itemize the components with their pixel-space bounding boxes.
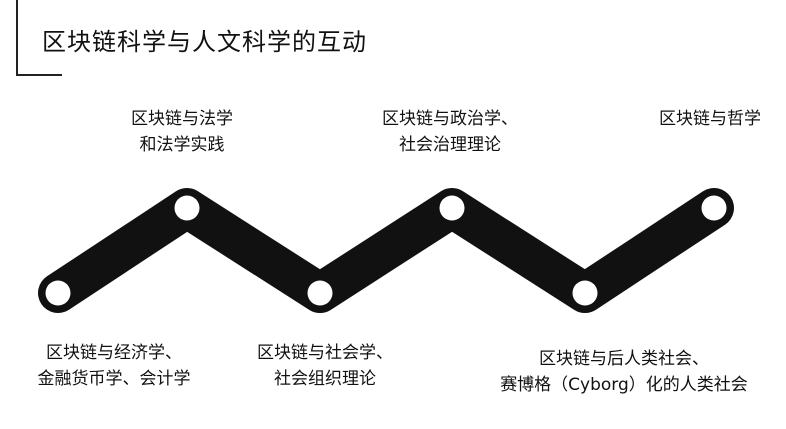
label-posthuman: 区块链与后人类社会、 赛博格（Cyborg）化的人类社会 [474, 346, 774, 398]
node-4 [572, 280, 598, 306]
node-0 [45, 280, 71, 306]
label-sociology: 区块链与社会学、 社会组织理论 [240, 340, 410, 392]
label-law: 区块链与法学 和法学实践 [107, 106, 257, 158]
label-line: 区块链与经济学、 [46, 343, 182, 363]
node-1 [174, 195, 200, 221]
label-line: 金融货币学、会计学 [37, 369, 191, 389]
label-line: 区块链与哲学 [659, 109, 761, 129]
node-circle [439, 195, 465, 221]
label-line: 赛博格（Cyborg）化的人类社会 [500, 375, 748, 395]
node-2 [307, 280, 333, 306]
page-title: 区块链科学与人文科学的互动 [42, 28, 367, 56]
label-politics: 区块链与政治学、 社会治理理论 [365, 106, 535, 158]
node-circle [701, 195, 727, 221]
label-economics: 区块链与经济学、 金融货币学、会计学 [14, 340, 214, 392]
node-circle [307, 280, 333, 306]
node-circle [174, 195, 200, 221]
node-3 [439, 195, 465, 221]
label-line: 社会治理理论 [399, 135, 501, 155]
label-line: 区块链与法学 [131, 109, 233, 129]
label-line: 社会组织理论 [274, 369, 376, 389]
title-bracket [16, 0, 62, 76]
label-line: 和法学实践 [139, 135, 225, 155]
zigzag-band [38, 188, 734, 313]
node-5 [701, 195, 727, 221]
label-line: 区块链与社会学、 [257, 343, 393, 363]
label-philosophy: 区块链与哲学 [640, 106, 780, 132]
label-line: 区块链与政治学、 [382, 109, 518, 129]
node-circle [45, 280, 71, 306]
node-circle [572, 280, 598, 306]
label-line: 区块链与后人类社会、 [539, 349, 709, 369]
